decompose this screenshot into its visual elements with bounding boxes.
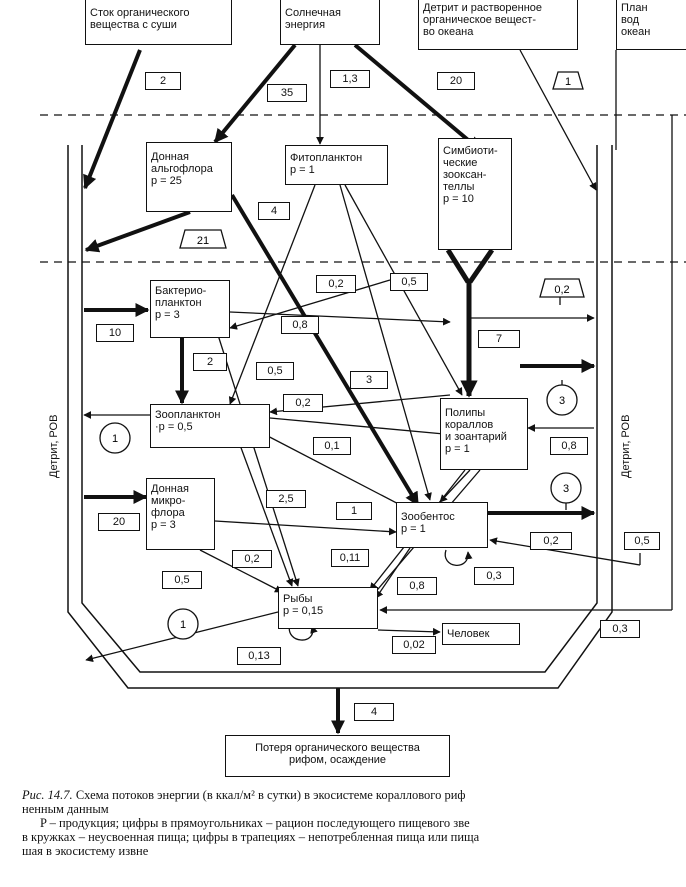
reef-inner-boundary [81, 145, 598, 673]
flow-label-2-bact: 2 [193, 353, 227, 371]
caption-title: Рис. 14.7. [22, 788, 73, 802]
arrow-zoo-to-polyps [269, 417, 456, 439]
zooplankton-box: Зоопланктон ·p = 0,5 [150, 404, 270, 448]
benthic-algae-box: Донная альгофлора p = 25 [146, 142, 232, 212]
flow-label-0_13: 0,13 [237, 647, 281, 665]
arrow-zoo-to-zoobenthos [259, 431, 411, 511]
flow-label-0_2-c: 0,2 [530, 532, 572, 550]
arrow-phyto-to-zooplankton [228, 184, 316, 405]
loop-zoobenthos [444, 549, 473, 566]
loop-fish [288, 623, 318, 641]
flow-label-0_02: 0,02 [392, 636, 436, 654]
flow-label-0_5-d: 0,5 [162, 571, 202, 589]
reef-outer-boundary [67, 145, 613, 689]
arrow-solar-to-algae [213, 43, 297, 144]
polyps-box: Полипы кораллов и зоантарий p = 1 [440, 398, 528, 470]
human-box: Человек [442, 623, 520, 645]
flow-label-0_1: 0,1 [313, 437, 351, 455]
arrow-solar-to-zoox [353, 43, 482, 152]
arrow-phyto-to-zoobenthos [339, 184, 432, 501]
arrow-micro-to-zoobenthos [214, 520, 397, 536]
flow-label-20-micro: 20 [98, 513, 140, 531]
arrow-zoobenthos-to-bact [229, 279, 391, 330]
arrow-polyps-to-zoobenthos [439, 469, 471, 503]
caption-line-2: ненным данным [22, 802, 109, 816]
flow-label-solar-algae: 35 [267, 84, 307, 102]
flow-label-7: 7 [478, 330, 520, 348]
circle-label-fish: 1 [180, 619, 186, 631]
flow-label-0_2-a: 0,2 [316, 275, 356, 293]
arrow-ocean-to-zoobenthos [489, 537, 641, 566]
arrow-ocean-to-right [519, 49, 597, 191]
flow-label-0_2-b: 0,2 [283, 394, 323, 412]
right-detritus-label: Детрит, РОВ [620, 414, 632, 478]
flow-label-2_5: 2,5 [266, 490, 306, 508]
arrow-algae-to-zoobenthos [230, 193, 420, 507]
flow-label-0_8-b: 0,8 [550, 437, 588, 455]
trapezoid-label-1: 1 [565, 76, 571, 88]
arrow-micro-to-fish [199, 549, 283, 593]
flow-label-10: 10 [96, 324, 134, 342]
flow-label-3: 3 [350, 371, 388, 389]
circle-label-zoo: 1 [112, 433, 118, 445]
flow-label-1: 1 [336, 502, 372, 520]
flow-label-algae-zoobenthos: 4 [258, 202, 290, 220]
zoobenthos-box: Зообентос p = 1 [396, 502, 488, 548]
flow-label-land: 2 [145, 72, 181, 90]
left-detritus-label: Детрит, РОВ [48, 414, 60, 478]
flow-label-solar-zoox: 20 [437, 72, 475, 90]
flow-label-0_5-c: 0,5 [624, 532, 660, 550]
loss-box: Потеря органического вещества рифом, оса… [225, 735, 450, 777]
flow-label-loss: 4 [354, 703, 394, 721]
arrow-zoobenthos-to-fish [375, 547, 411, 599]
flow-label-0_8-a: 0,8 [281, 316, 319, 334]
circle-label-polyps: 3 [559, 395, 565, 407]
ocean-detritus-box: Детрит и растворенное органическое вещес… [418, 0, 578, 50]
flow-line [467, 248, 495, 284]
flow-label-0_11: 0,11 [331, 549, 369, 567]
caption-line-4: в кружках – неусвоенная пища; цифры в тр… [22, 830, 480, 844]
flow-label-0_3-a: 0,3 [474, 567, 514, 585]
phytoplankton-box: Фитопланктон p = 1 [285, 145, 388, 185]
arrow-bact-to-polyps [229, 311, 451, 326]
zooxanthellae-box: Симбиоти- ческие зооксан- теллы p = 10 [438, 138, 512, 250]
flow-label-0_8-c: 0,8 [397, 577, 437, 595]
arrow-zoo-to-fish [239, 444, 294, 587]
trapezoid-label-0_2: 0,2 [554, 284, 569, 296]
solar-energy-box: Солнечная энергия [280, 0, 380, 45]
circle-label-zoobenthos: 3 [563, 483, 569, 495]
fish-box: Рыбы p = 0,15 [278, 587, 378, 629]
circle-zoobenthos [550, 472, 582, 504]
flow-label-0_2-d: 0,2 [232, 550, 272, 568]
circle-zoo [99, 422, 131, 454]
arrow-bact-to-fish [217, 334, 300, 587]
ocean-plankton-box: План вод океан [616, 0, 686, 50]
land-runoff-box: Сток органического вещества с суши [85, 0, 232, 45]
bacterioplankton-box: Бактерио- планктон p = 3 [150, 280, 230, 338]
flow-line [445, 248, 471, 284]
flow-label-0_5-a: 0,5 [390, 273, 428, 291]
arrow-land-to-left [83, 49, 142, 190]
caption-line-3: P – продукция; цифры в прямоугольниках –… [40, 816, 470, 830]
trapezoid-0_2 [539, 278, 585, 298]
trapezoid-21 [179, 229, 227, 249]
arrow-algae-to-left [84, 210, 191, 253]
flow-label-solar-phyto: 1,3 [330, 70, 370, 88]
flow-label-0_3-b: 0,3 [600, 620, 640, 638]
circle-polyps [546, 384, 578, 416]
caption-line-1: Рис. 14.7. Схема потоков энергии (в ккал… [22, 788, 682, 802]
trapezoid-1 [552, 71, 584, 90]
circle-fish [167, 608, 199, 640]
caption-text-1: Схема потоков энергии (в ккал/м² в сутки… [72, 788, 466, 802]
caption-line-5: шая в экосистему извне [22, 844, 149, 858]
figure-caption: Рис. 14.7. Схема потоков энергии (в ккал… [22, 788, 682, 858]
microflora-box: Донная микро- флора p = 3 [146, 478, 215, 550]
trapezoid-label-21: 21 [197, 235, 209, 247]
flow-label-0_5-b: 0,5 [256, 362, 294, 380]
arrow-fish-to-human [377, 627, 441, 636]
